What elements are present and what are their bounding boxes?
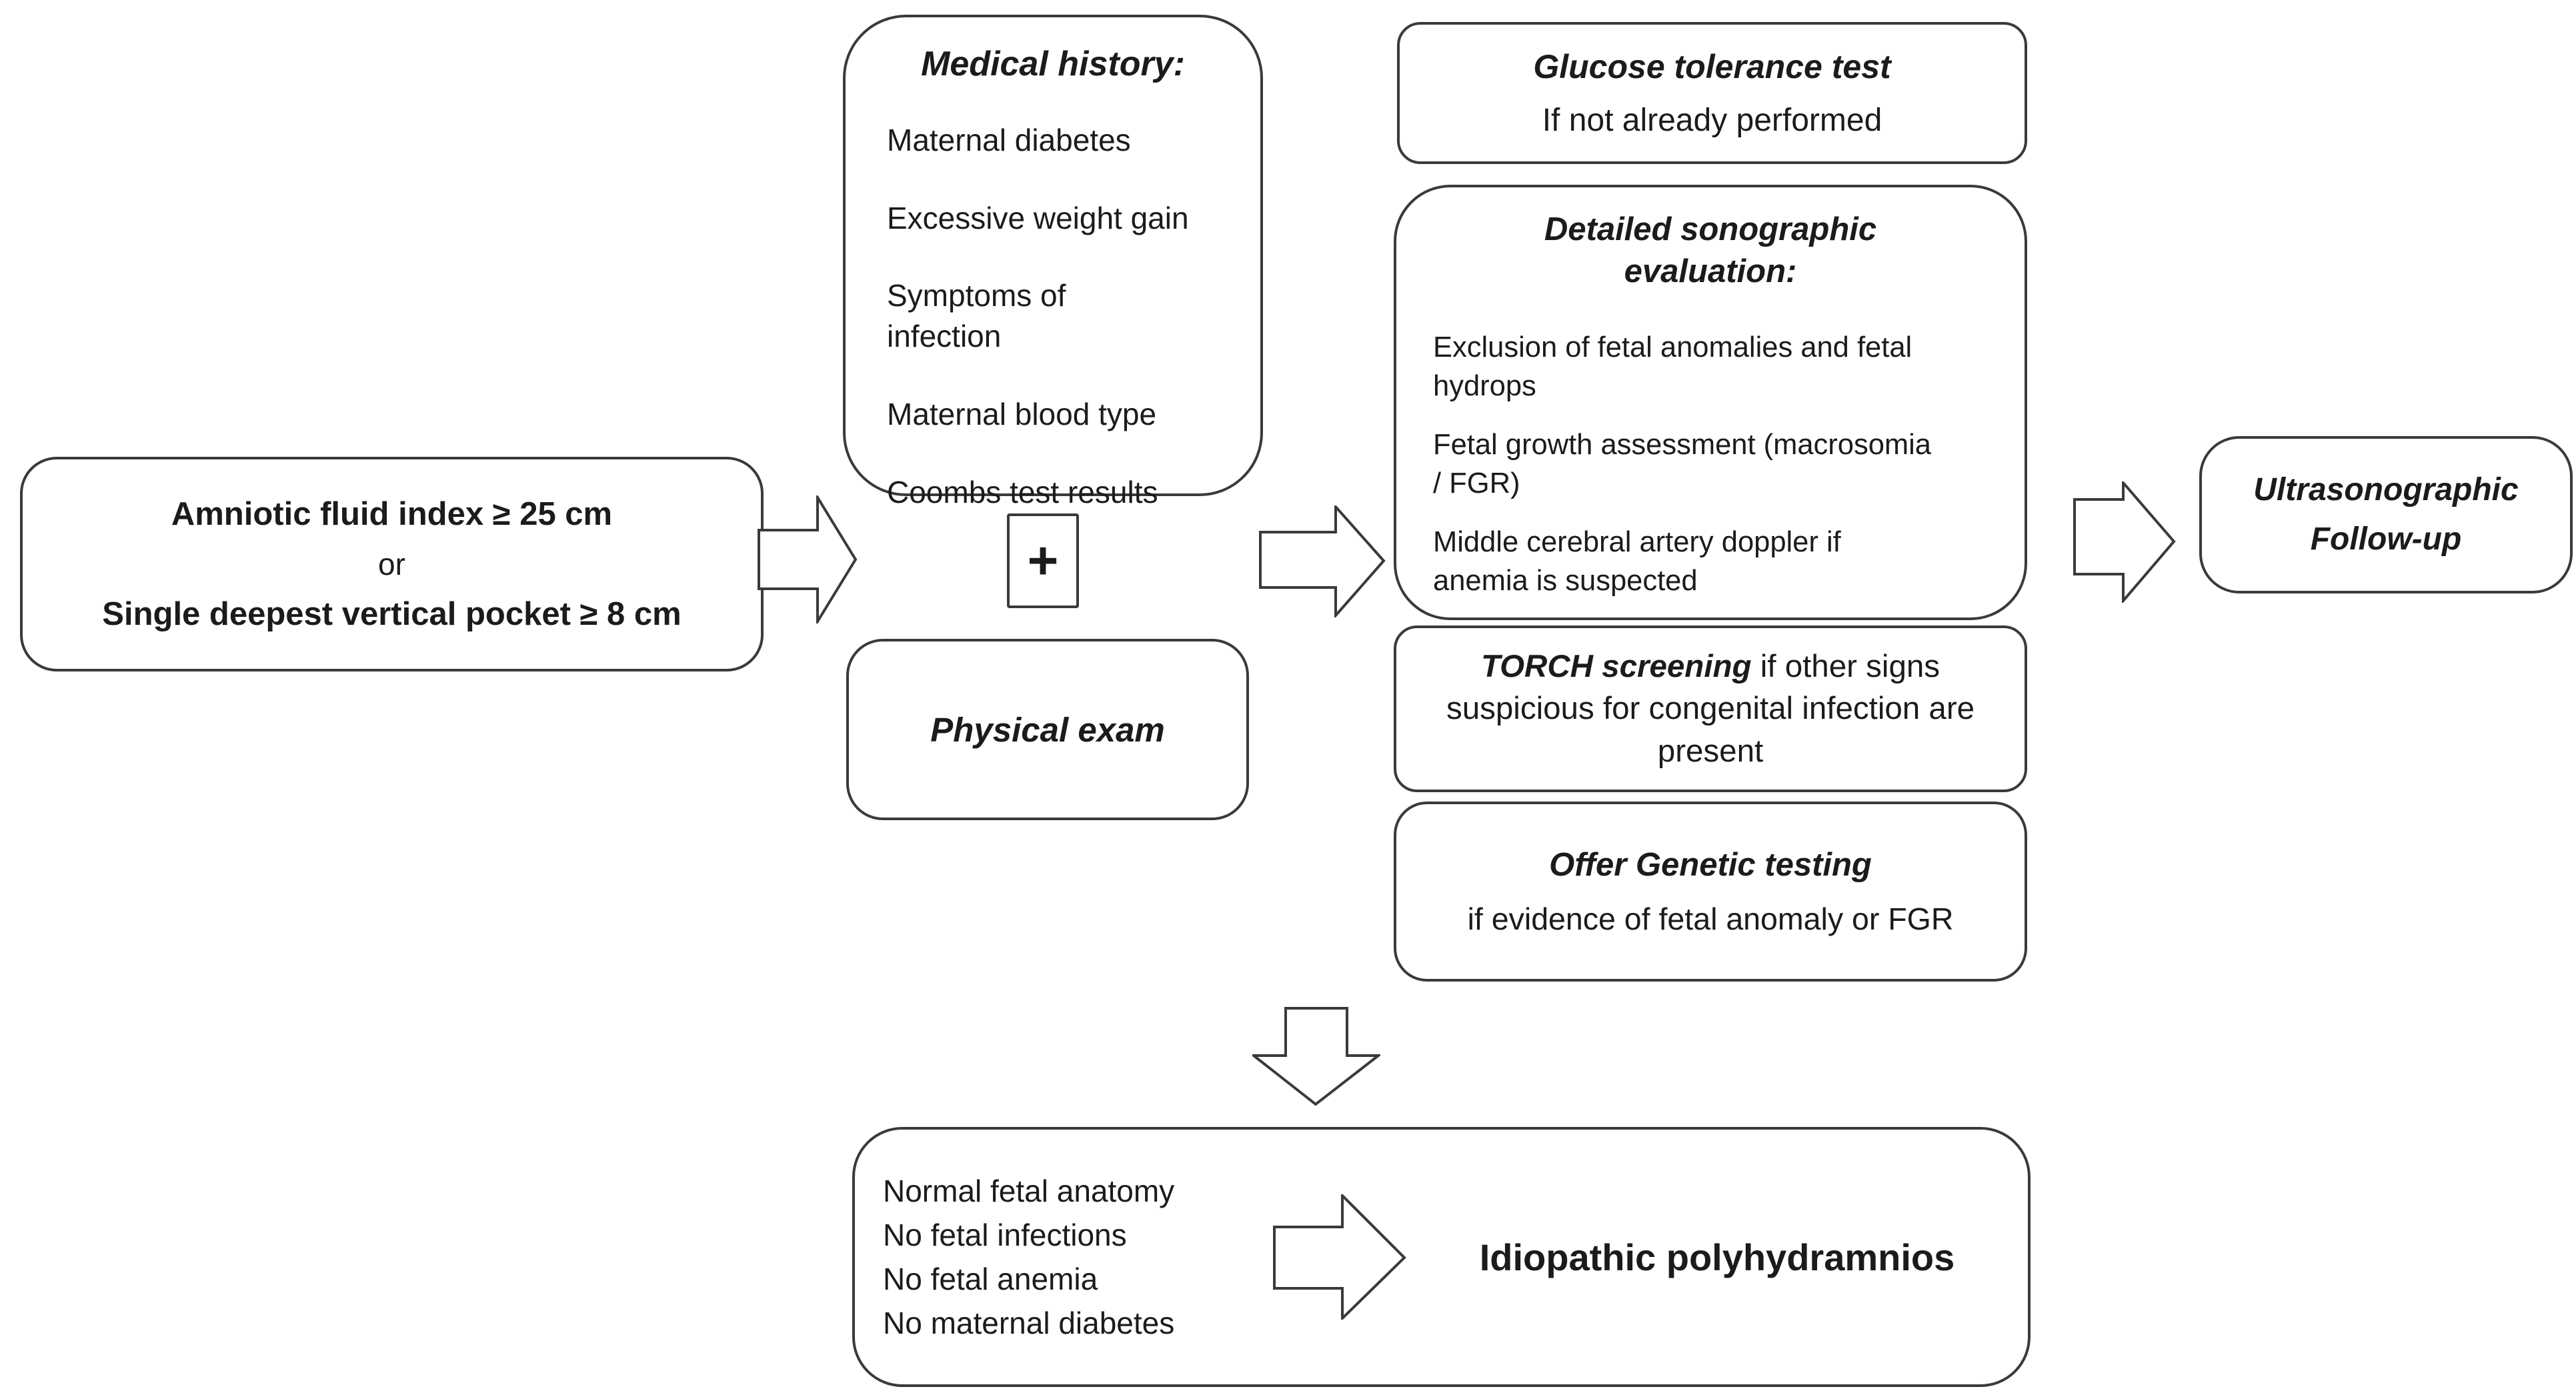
entry-line-afi: Amniotic fluid index ≥ 25 cm <box>171 496 613 532</box>
arrow-down-icon <box>1252 1007 1380 1106</box>
physical-exam-label: Physical exam <box>930 710 1165 749</box>
arrow-right-icon <box>1273 1194 1406 1320</box>
sonographic-item: Fetal growth assessment (macrosomia / FG… <box>1433 429 1931 499</box>
genetic-testing-box: Offer Genetic testing if evidence of fet… <box>1394 802 2027 982</box>
criteria-item: No fetal anemia <box>883 1262 1098 1296</box>
plus-connector-box: + <box>1007 513 1079 608</box>
torch-rest: if other signs suspicious for congenital… <box>1446 648 1975 769</box>
torch-screening-box: TORCH screening if other signs suspiciou… <box>1394 625 2027 792</box>
criteria-item: No fetal infections <box>883 1217 1127 1252</box>
glucose-tolerance-box: Glucose tolerance test If not already pe… <box>1397 22 2027 164</box>
criteria-list: Normal fetal anatomy No fetal infections… <box>855 1169 1273 1346</box>
arrow-right-icon <box>1259 505 1386 617</box>
ultrasonographic-followup-box: Ultrasonographic Follow-up <box>2199 436 2573 593</box>
physical-exam-box: Physical exam <box>846 639 1249 820</box>
medical-history-item: Maternal blood type <box>887 396 1157 431</box>
sonographic-evaluation-box: Detailed sonographic evaluation: Exclusi… <box>1394 185 2027 620</box>
medical-history-item: Maternal diabetes <box>887 123 1131 157</box>
sonographic-item: Exclusion of fetal anomalies and fetal h… <box>1433 331 1912 403</box>
medical-history-box: Medical history: Maternal diabetes Exces… <box>843 15 1263 509</box>
entry-line-or: or <box>378 547 405 581</box>
arrow-right-icon <box>2073 481 2176 603</box>
criteria-item: Normal fetal anatomy <box>883 1173 1175 1208</box>
idiopathic-conclusion-box: Normal fetal anatomy No fetal infections… <box>852 1127 2031 1387</box>
entry-criteria-box: Amniotic fluid index ≥ 25 cm or Single d… <box>20 457 764 671</box>
medical-history-title: Medical history: <box>921 45 1185 83</box>
torch-text: TORCH screening if other signs suspiciou… <box>1440 645 1981 773</box>
idiopathic-result-label: Idiopathic polyhydramnios <box>1479 1236 1955 1278</box>
genetic-note: if evidence of fetal anomaly or FGR <box>1467 902 1954 936</box>
arrow-right-icon <box>758 495 858 623</box>
medical-history-item: Symptoms of infection <box>887 278 1066 354</box>
torch-emphasis: TORCH screening <box>1480 648 1752 684</box>
genetic-title: Offer Genetic testing <box>1549 847 1872 883</box>
glucose-title: Glucose tolerance test <box>1533 48 1891 85</box>
glucose-note: If not already performed <box>1542 103 1882 138</box>
plus-icon: + <box>1027 531 1059 590</box>
medical-history-item: Excessive weight gain <box>887 200 1189 235</box>
followup-label: Ultrasonographic Follow-up <box>2253 471 2519 557</box>
medical-history-item: Coombs test results <box>887 474 1158 509</box>
sonographic-item: Middle cerebral artery doppler if anemia… <box>1433 525 1841 597</box>
criteria-item: No maternal diabetes <box>883 1306 1175 1341</box>
sonographic-title: Detailed sonographic evaluation: <box>1544 211 1877 289</box>
entry-line-sdp: Single deepest vertical pocket ≥ 8 cm <box>102 596 682 632</box>
